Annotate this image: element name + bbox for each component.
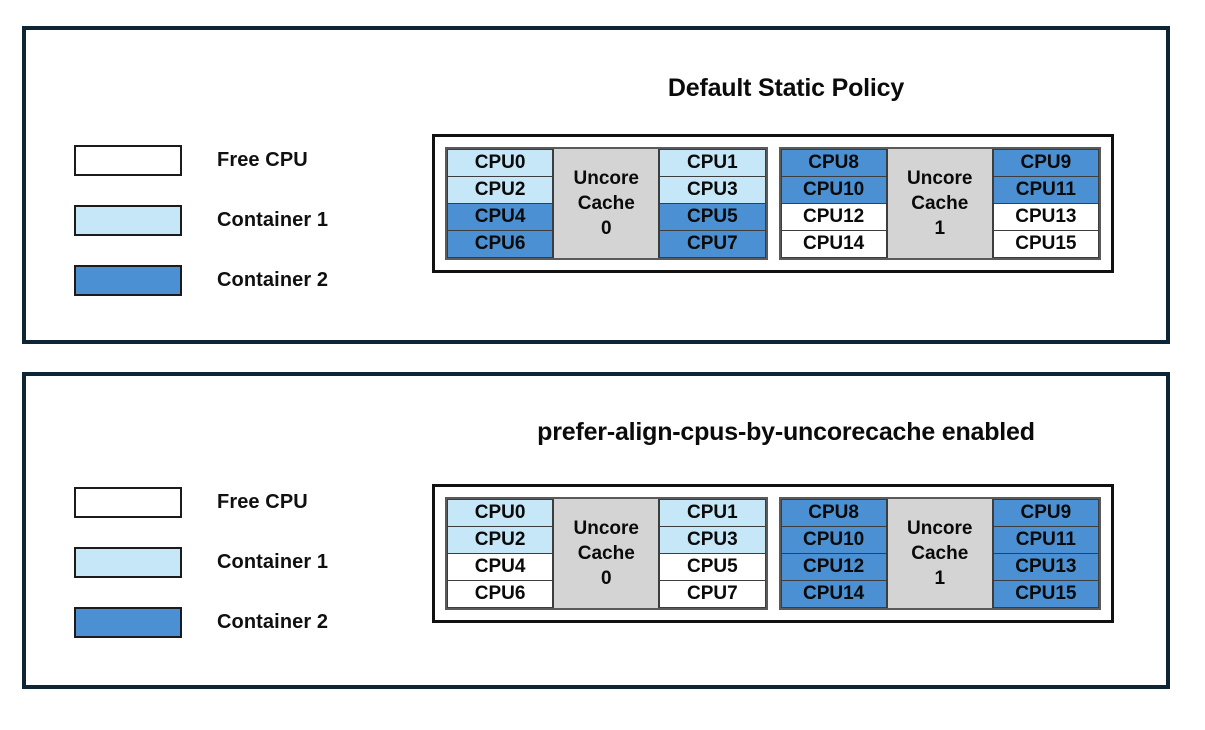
legend-item-container-1: Container 1 — [74, 532, 328, 592]
legend-label-container-1: Container 1 — [217, 550, 329, 573]
cpu-column-right-0: CPU1 CPU3 CPU5 CPU7 — [659, 499, 766, 608]
cpu-cell: CPU1 — [659, 499, 766, 527]
cpu-cell: CPU2 — [447, 176, 554, 204]
cpu-cell: CPU14 — [780, 230, 887, 258]
uncore-cache-group-1: CPU8 CPU10 CPU12 CPU14 Uncore Cache 1 CP… — [778, 147, 1101, 260]
uncore-cache-line-2: Cache — [911, 192, 969, 214]
cpu-cell: CPU8 — [780, 499, 887, 527]
uncore-cache-line-1: Uncore — [907, 517, 973, 539]
uncore-cache-line-1: Uncore — [573, 517, 639, 539]
cpu-topology-diagram: CPU0 CPU2 CPU4 CPU6 Uncore Cache 0 CPU1 … — [432, 134, 1114, 273]
uncore-cache-label-0: Uncore Cache 0 — [553, 149, 660, 258]
uncore-cache-line-3: 0 — [600, 568, 612, 590]
cpu-cell: CPU3 — [659, 526, 766, 554]
uncore-cache-line-3: 1 — [934, 218, 946, 240]
uncore-cache-line-1: Uncore — [573, 167, 639, 189]
uncore-cache-line-2: Cache — [577, 542, 635, 564]
cpu-cell: CPU8 — [780, 149, 887, 177]
legend-swatch-container-2 — [74, 606, 182, 638]
legend-label-free-cpu: Free CPU — [217, 490, 308, 513]
panel-prefer-align-cpus-by-uncorecache: prefer-align-cpus-by-uncorecache enabled… — [22, 372, 1170, 689]
cpu-cell: CPU11 — [992, 526, 1099, 554]
cpu-column-right-1: CPU9 CPU11 CPU13 CPU15 — [992, 149, 1099, 258]
cpu-column-left-0: CPU0 CPU2 CPU4 CPU6 — [447, 149, 554, 258]
cpu-column-right-0: CPU1 CPU3 CPU5 CPU7 — [659, 149, 766, 258]
cpu-cell: CPU5 — [659, 203, 766, 231]
cpu-cell: CPU0 — [447, 499, 554, 527]
cpu-cell: CPU9 — [992, 499, 1099, 527]
legend-item-free-cpu: Free CPU — [74, 130, 328, 190]
legend-swatch-container-2 — [74, 264, 182, 296]
cpu-cell: CPU11 — [992, 176, 1099, 204]
uncore-cache-group-0: CPU0 CPU2 CPU4 CPU6 Uncore Cache 0 CPU1 … — [445, 147, 768, 260]
cpu-cell: CPU13 — [992, 203, 1099, 231]
cpu-cell: CPU0 — [447, 149, 554, 177]
uncore-cache-line-2: Cache — [577, 192, 635, 214]
cpu-cell: CPU7 — [659, 230, 766, 258]
uncore-cache-group-1: CPU8 CPU10 CPU12 CPU14 Uncore Cache 1 CP… — [778, 497, 1101, 610]
uncore-cache-line-3: 0 — [600, 218, 612, 240]
legend-label-container-1: Container 1 — [217, 208, 329, 231]
cpu-cell: CPU15 — [992, 230, 1099, 258]
page-title: Default Static Policy — [667, 74, 905, 102]
cpu-cell: CPU6 — [447, 580, 554, 608]
legend: Free CPU Container 1 Container 2 — [74, 472, 328, 652]
uncore-cache-line-1: Uncore — [907, 167, 973, 189]
uncore-cache-label-0: Uncore Cache 0 — [553, 499, 660, 608]
legend-label-free-cpu: Free CPU — [217, 148, 308, 171]
cpu-cell: CPU1 — [659, 149, 766, 177]
cpu-topology-diagram: CPU0 CPU2 CPU4 CPU6 Uncore Cache 0 CPU1 … — [432, 484, 1114, 623]
cpu-cell: CPU7 — [659, 580, 766, 608]
page-title: prefer-align-cpus-by-uncorecache enabled — [537, 418, 1035, 446]
cpu-cell: CPU12 — [780, 203, 887, 231]
cpu-cell: CPU10 — [780, 526, 887, 554]
cpu-column-right-1: CPU9 CPU11 CPU13 CPU15 — [992, 499, 1099, 608]
uncore-cache-line-2: Cache — [911, 542, 969, 564]
uncore-cache-line-3: 1 — [934, 568, 946, 590]
cpu-cell: CPU5 — [659, 553, 766, 581]
cpu-cell: CPU3 — [659, 176, 766, 204]
legend-item-free-cpu: Free CPU — [74, 472, 328, 532]
cpu-cell: CPU15 — [992, 580, 1099, 608]
cpu-cell: CPU6 — [447, 230, 554, 258]
legend-label-container-2: Container 2 — [217, 610, 329, 633]
cpu-column-left-1: CPU8 CPU10 CPU12 CPU14 — [780, 499, 887, 608]
uncore-cache-label-1: Uncore Cache 1 — [886, 499, 993, 608]
uncore-cache-label-1: Uncore Cache 1 — [886, 149, 993, 258]
legend-label-container-2: Container 2 — [217, 268, 329, 291]
legend-swatch-container-1 — [74, 546, 182, 578]
panel-default-static-policy: Default Static Policy Free CPU Container… — [22, 26, 1170, 344]
cpu-cell: CPU10 — [780, 176, 887, 204]
cpu-cell: CPU4 — [447, 203, 554, 231]
cpu-cell: CPU14 — [780, 580, 887, 608]
cpu-column-left-1: CPU8 CPU10 CPU12 CPU14 — [780, 149, 887, 258]
legend-swatch-free-cpu — [74, 144, 182, 176]
cpu-cell: CPU9 — [992, 149, 1099, 177]
cpu-cell: CPU13 — [992, 553, 1099, 581]
legend-swatch-container-1 — [74, 204, 182, 236]
cpu-cell: CPU4 — [447, 553, 554, 581]
cpu-cell: CPU12 — [780, 553, 887, 581]
legend: Free CPU Container 1 Container 2 — [74, 130, 328, 310]
legend-item-container-1: Container 1 — [74, 190, 328, 250]
cpu-cell: CPU2 — [447, 526, 554, 554]
legend-swatch-free-cpu — [74, 486, 182, 518]
cpu-column-left-0: CPU0 CPU2 CPU4 CPU6 — [447, 499, 554, 608]
uncore-cache-group-0: CPU0 CPU2 CPU4 CPU6 Uncore Cache 0 CPU1 … — [445, 497, 768, 610]
legend-item-container-2: Container 2 — [74, 250, 328, 310]
legend-item-container-2: Container 2 — [74, 592, 328, 652]
